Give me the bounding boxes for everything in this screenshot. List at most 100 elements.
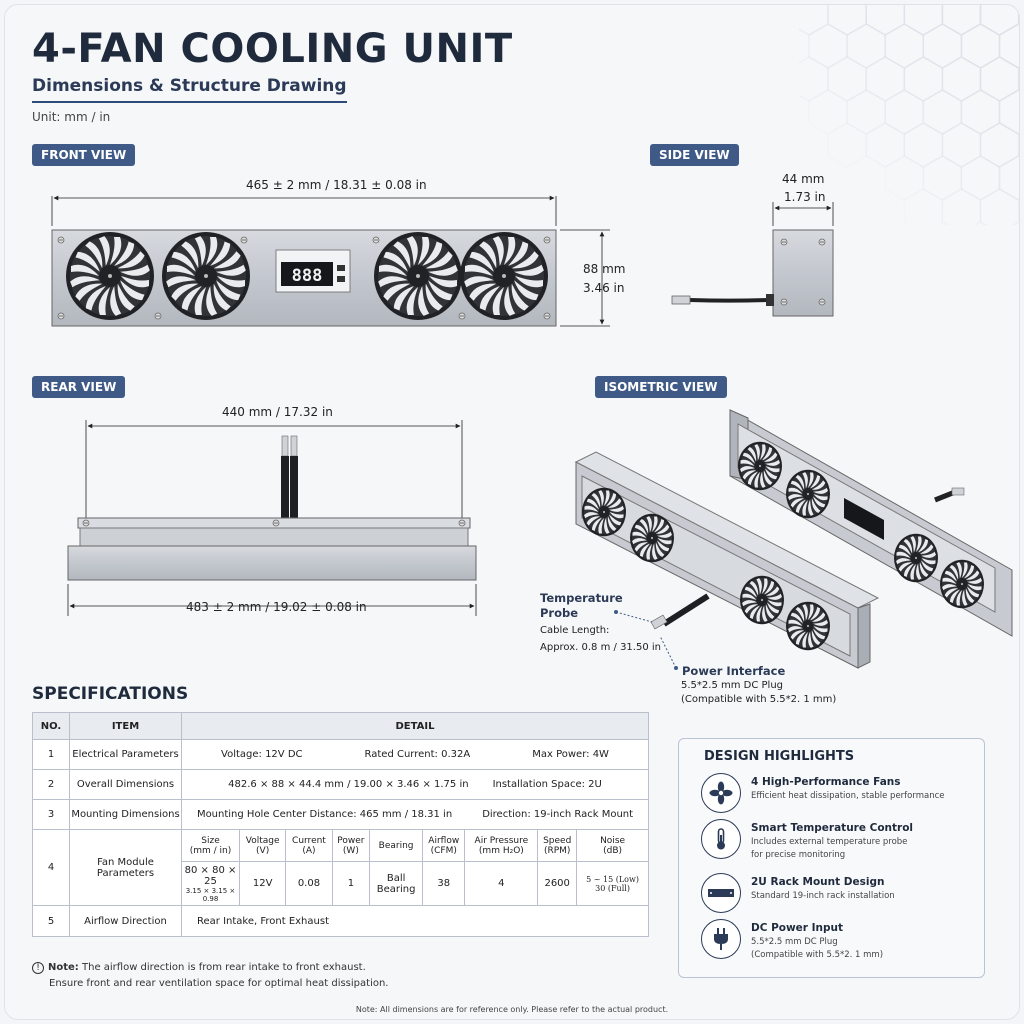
row-no: 1 — [32, 739, 70, 770]
front-height-in: 3.46 in — [583, 281, 625, 295]
front-view-drawing: 888 — [51, 195, 610, 327]
rear-inner-width: 440 mm / 17.32 in — [222, 405, 333, 419]
fan-col-h1: Size — [201, 835, 220, 846]
power-line1: 5.5*2.5 mm DC Plug — [681, 680, 784, 691]
row-item: Fan Module Parameters — [69, 829, 182, 906]
specifications-title: SPECIFICATIONS — [32, 684, 189, 704]
fan-col-h1: Voltage — [245, 835, 280, 846]
highlight-desc: Includes external temperature probe — [751, 837, 908, 847]
fan-speed: 2600 — [537, 861, 578, 906]
thermometer-icon — [701, 819, 741, 859]
detail-direction: Direction: 19-inch Rack Mount — [482, 809, 634, 820]
design-highlights-panel: DESIGN HIGHLIGHTS 4 High-Performance Fan… — [678, 738, 985, 978]
detail-current: Rated Current: 0.32A — [364, 749, 471, 760]
rear-outer-width: 483 ± 2 mm / 19.02 ± 0.08 in — [186, 600, 367, 614]
row-item: Electrical Parameters — [69, 739, 182, 770]
detail-mounting: Mounting Hole Center Distance: 465 mm / … — [196, 809, 453, 820]
probe-callout: Temperature Probe — [540, 591, 623, 621]
header-item: ITEM — [69, 712, 182, 740]
rear-view-tag: REAR VIEW — [32, 376, 126, 398]
detail-power: Max Power: 4W — [532, 749, 609, 760]
row-no: 3 — [32, 799, 70, 830]
power-line2: (Compatible with 5.5*2. 1 mm) — [681, 694, 837, 705]
highlight-desc: Efficient heat dissipation, stable perfo… — [751, 791, 945, 801]
row-item: Airflow Direction — [69, 905, 182, 937]
specifications-table: NO. ITEM DETAIL 1 Electrical Parameters … — [32, 712, 649, 937]
fan-col-h1: Bearing — [378, 840, 414, 851]
note-label: Note: — [48, 962, 79, 973]
probe-line1: Cable Length: — [540, 625, 610, 636]
detail-installation: Installation Space: 2U — [492, 779, 602, 790]
design-highlights-title: DESIGN HIGHLIGHTS — [704, 749, 855, 764]
isometric-view-drawing — [574, 409, 1013, 670]
power-title: Power Interface — [682, 664, 786, 678]
controller-display-digits: 888 — [292, 266, 323, 286]
row-no: 5 — [32, 905, 70, 937]
fan-col-h2: (RPM) — [543, 845, 571, 856]
fan-col-h2: (dB) — [603, 845, 623, 856]
fan-pressure: 4 — [464, 861, 539, 906]
fan-current: 0.08 — [285, 861, 333, 906]
fan-col-h1: Airflow — [428, 835, 460, 846]
page-title: 4-FAN COOLING UNIT — [32, 26, 513, 72]
fan-col-h1: Speed — [543, 835, 572, 846]
row-item: Overall Dimensions — [69, 769, 182, 800]
fan-col-h2: (W) — [342, 845, 359, 856]
fan-voltage: 12V — [238, 861, 287, 906]
fan-icon — [701, 773, 741, 813]
fan-header-row: 4 Fan Module Parameters Size(mm / in) Vo… — [32, 829, 649, 906]
technical-drawings: 888 — [51, 195, 1013, 670]
fan-col-h1: Power — [337, 835, 365, 846]
fan-size-mm: 80 × 80 × 25 — [184, 864, 237, 887]
row-no: 2 — [32, 769, 70, 800]
note-line1: The airflow direction is from rear intak… — [78, 962, 366, 973]
airflow-note: ! Note: The airflow direction is from rea… — [32, 960, 388, 992]
fan-bearing-1: Ball — [386, 872, 406, 884]
info-icon: ! — [32, 962, 44, 974]
side-view-tag: SIDE VIEW — [650, 144, 739, 166]
fan-noise-low: 5 ~ 15 (Low) — [586, 874, 639, 884]
note-line2: Ensure front and rear ventilation space … — [49, 978, 389, 989]
side-depth-mm: 44 mm — [782, 172, 825, 186]
highlight-desc: 5.5*2.5 mm DC Plug — [751, 937, 838, 947]
fan-col-h1: Air Pressure — [474, 835, 529, 846]
rack-icon — [701, 873, 741, 913]
fan-col-h1: Current — [292, 835, 326, 846]
highlight-desc2: (Compatible with 5.5*2. 1 mm) — [751, 950, 884, 960]
fan-noise-full: 30 (Full) — [595, 883, 630, 893]
table-row: 5 Airflow Direction Rear Intake, Front E… — [32, 905, 649, 937]
unit-label: Unit: mm / in — [32, 110, 111, 124]
header-no: NO. — [32, 712, 70, 740]
side-view-drawing — [671, 202, 834, 317]
highlight-title: Smart Temperature Control — [751, 822, 914, 834]
page-subtitle: Dimensions & Structure Drawing — [32, 76, 347, 103]
probe-cable-text: Cable Length: Approx. 0.8 m / 31.50 in — [540, 624, 661, 655]
table-row: 2 Overall Dimensions 482.6 × 88 × 44.4 m… — [32, 769, 649, 800]
highlight-title: DC Power Input — [751, 922, 844, 934]
rear-view-drawing — [67, 420, 477, 616]
footer-note: Note: All dimensions are for reference o… — [355, 1005, 669, 1014]
fan-airflow: 38 — [422, 861, 466, 906]
header-detail: DETAIL — [181, 712, 649, 740]
probe-title: Temperature Probe — [540, 591, 623, 620]
highlight-title: 2U Rack Mount Design — [751, 876, 885, 888]
detail-voltage: Voltage: 12V DC — [221, 749, 303, 760]
power-callout: Power Interface 5.5*2.5 mm DC Plug (Comp… — [681, 664, 836, 707]
fan-power: 1 — [331, 861, 371, 906]
row-no: 4 — [32, 829, 70, 906]
fan-col-h2: (mm H₂O) — [478, 845, 524, 856]
fan-bearing-2: Bearing — [376, 883, 416, 895]
row-item: Mounting Dimensions — [69, 799, 182, 830]
fan-col-h2: (A) — [302, 845, 316, 856]
highlight-desc: Standard 19-inch rack installation — [751, 891, 895, 901]
fan-size-in: 3.15 × 3.15 × 0.98 — [185, 886, 236, 903]
fan-col-h1: Noise — [600, 835, 626, 846]
hexagon-background-decoration — [799, 5, 1019, 225]
front-height-mm: 88 mm — [583, 262, 626, 276]
side-depth-in: 1.73 in — [784, 190, 826, 204]
detail-dimensions: 482.6 × 88 × 44.4 mm / 19.00 × 3.46 × 1.… — [228, 779, 469, 790]
